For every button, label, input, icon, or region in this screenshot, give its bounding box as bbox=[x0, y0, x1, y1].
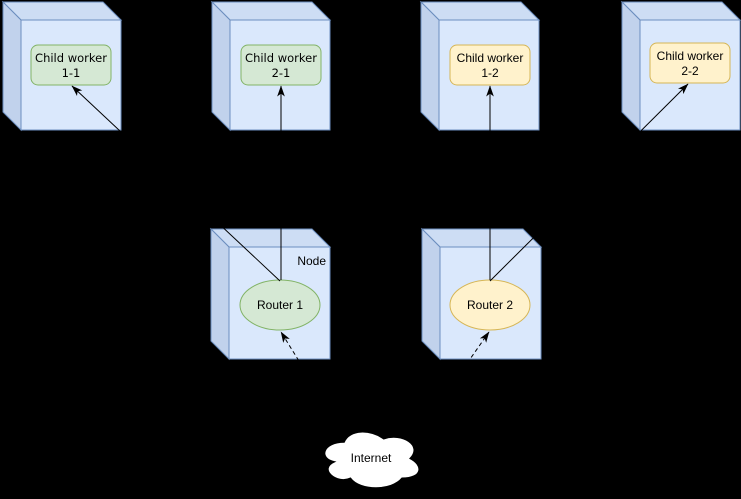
router-ellipse-shape bbox=[239, 279, 321, 331]
worker-label-line1: Child worker bbox=[35, 51, 107, 65]
worker-box-shape bbox=[449, 44, 531, 86]
cube-top-face bbox=[419, 1, 541, 21]
worker-label-line2: 2-1 bbox=[272, 66, 291, 80]
node-corner-label: Node bbox=[297, 254, 326, 268]
worker-box-2-1: Child worker 2-1 bbox=[240, 44, 322, 86]
worker-label-line1: Child worker bbox=[457, 51, 524, 65]
cube-side-face bbox=[420, 0, 440, 132]
edge-router1-to-worker-1-1 bbox=[71, 85, 281, 282]
worker-label-line1: Child worker bbox=[657, 49, 724, 63]
edge-internet-to-router-1 bbox=[280, 331, 344, 433]
cube-side-face bbox=[421, 227, 441, 361]
cube-side-face bbox=[210, 227, 230, 361]
worker-box-shape bbox=[240, 44, 322, 86]
worker-box-shape bbox=[30, 44, 112, 86]
edge-router2-to-worker-2-2 bbox=[489, 83, 689, 282]
cube-top-face bbox=[620, 1, 741, 21]
cloud-shape bbox=[324, 431, 420, 489]
cube-top-face bbox=[1, 1, 123, 21]
cube-side-face bbox=[211, 0, 231, 132]
worker-box-2-2: Child worker 2-2 bbox=[649, 42, 731, 84]
cube-top-face bbox=[209, 228, 332, 248]
worker-box-1-1: Child worker 1-1 bbox=[30, 44, 112, 86]
edge-internet-to-router-2 bbox=[418, 331, 490, 433]
worker-label-line1: Child worker bbox=[245, 51, 317, 65]
cube-side-face bbox=[2, 0, 22, 132]
router-2-ellipse: Router 2 bbox=[449, 279, 531, 331]
cube-top-face bbox=[420, 228, 543, 248]
cube-top-face bbox=[210, 1, 332, 21]
router-label: Router 1 bbox=[257, 298, 303, 312]
worker-label-line2: 2-2 bbox=[681, 64, 699, 78]
worker-label-line2: 1-2 bbox=[481, 66, 499, 80]
worker-box-shape bbox=[649, 42, 731, 84]
internet-cloud: Internet bbox=[324, 431, 420, 489]
router-label: Router 2 bbox=[467, 298, 513, 312]
worker-box-1-2: Child worker 1-2 bbox=[449, 44, 531, 86]
worker-label-line2: 1-1 bbox=[62, 66, 81, 80]
router-1-ellipse: Router 1 bbox=[239, 279, 321, 331]
cube-side-face bbox=[621, 0, 641, 132]
internet-label: Internet bbox=[351, 451, 392, 465]
